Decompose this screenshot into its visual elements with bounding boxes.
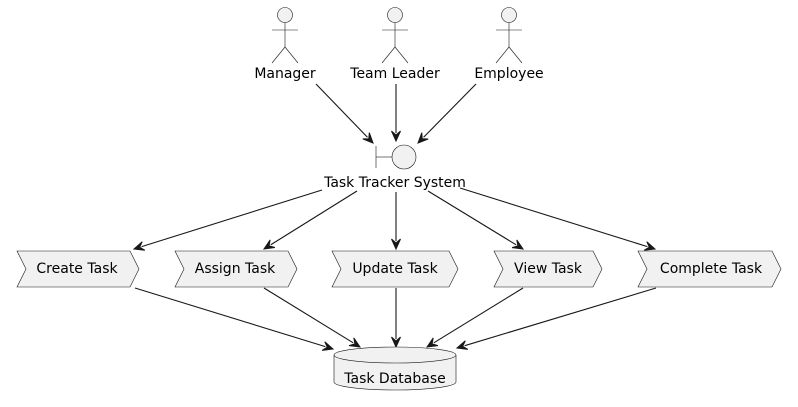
process-update-task: Update Task — [331, 250, 459, 288]
arrowhead-icon — [511, 239, 525, 250]
edge-view-to-db — [433, 287, 524, 344]
edge-assign-to-db — [263, 287, 354, 344]
actor-label: Employee — [474, 66, 543, 82]
process-label: Complete Task — [660, 261, 763, 277]
edge-employee-to-system — [423, 83, 477, 138]
edge-system-to-create — [141, 189, 323, 248]
process-view-task: View Task — [493, 250, 603, 288]
edges — [132, 83, 657, 351]
process-assign-task: Assign Task — [174, 250, 298, 288]
arrowhead-icon — [262, 239, 276, 250]
boundary-task-tracker-system: Task Tracker System — [323, 144, 466, 191]
process-chevron-icon — [174, 250, 298, 288]
process-chevron-icon — [493, 250, 603, 288]
arrowhead-icon — [417, 132, 429, 144]
actor-employee: Employee — [474, 7, 544, 82]
process-label: Create Task — [36, 261, 118, 277]
process-complete-task: Complete Task — [637, 250, 782, 288]
arrowhead-icon — [643, 241, 657, 251]
actor-figure-icon — [381, 7, 409, 64]
process-chevron-icon — [637, 250, 782, 288]
database-task-database: Task Database — [333, 346, 457, 391]
database-cylinder-icon — [333, 346, 457, 391]
actor-team-leader: Team Leader — [349, 7, 440, 82]
process-label: Update Task — [352, 261, 438, 277]
arrowhead-icon — [425, 337, 439, 348]
arrowhead-icon — [391, 336, 401, 349]
arrowhead-icon — [455, 340, 469, 350]
edge-manager-to-system — [315, 83, 368, 138]
process-label: Assign Task — [195, 261, 276, 277]
edge-complete-to-db — [464, 287, 657, 347]
edge-system-to-complete — [459, 187, 648, 248]
process-chevron-icon — [331, 250, 459, 288]
process-label: View Task — [514, 261, 583, 277]
boundary-label: Task Tracker System — [323, 175, 466, 191]
arrowhead-icon — [321, 341, 335, 351]
actor-figure-icon — [271, 7, 299, 64]
edge-system-to-view — [427, 190, 517, 246]
arrowhead-icon — [391, 238, 401, 251]
process-create-task: Create Task — [16, 250, 140, 288]
arrowhead-icon — [132, 241, 146, 251]
arrowhead-icon — [348, 337, 362, 348]
actor-label: Team Leader — [349, 66, 440, 82]
process-chevron-icon — [16, 250, 140, 288]
database-label: Task Database — [343, 371, 445, 387]
actor-label: Manager — [254, 66, 316, 82]
arrowhead-icon — [391, 130, 401, 143]
boundary-icon — [375, 144, 417, 170]
actor-manager: Manager — [254, 7, 316, 82]
edge-create-to-db — [134, 287, 326, 348]
actor-figure-icon — [495, 7, 523, 64]
arrowhead-icon — [362, 132, 374, 144]
edge-system-to-assign — [270, 190, 358, 246]
